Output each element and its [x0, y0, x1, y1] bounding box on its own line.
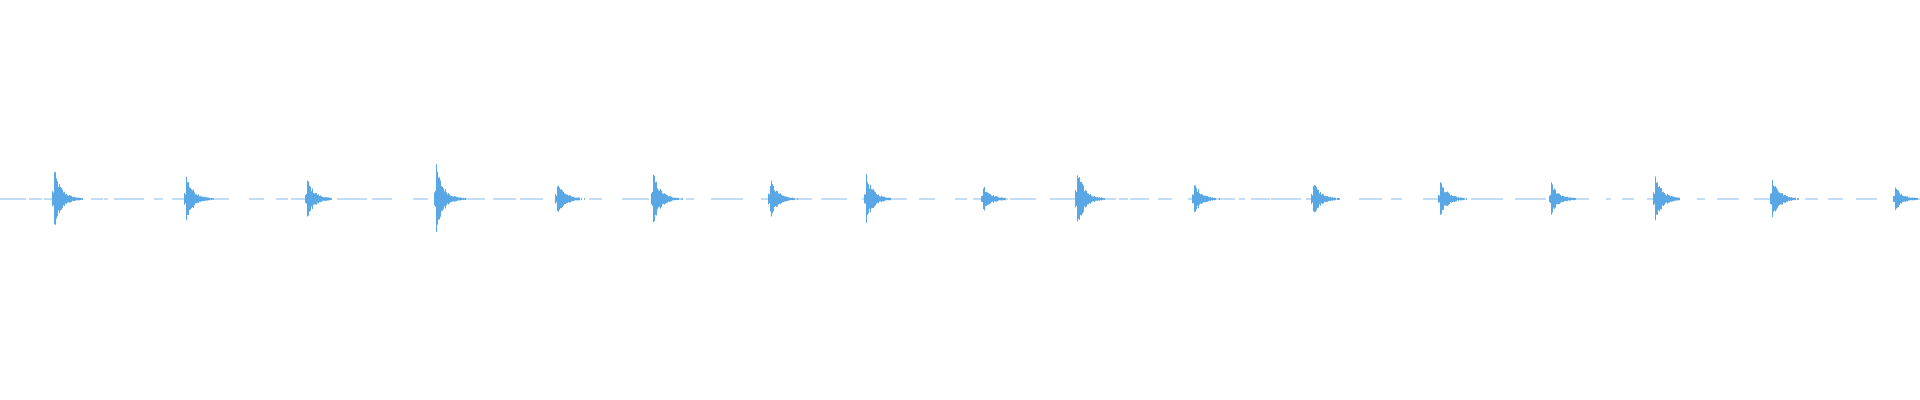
waveform-peaks — [0, 164, 1920, 233]
